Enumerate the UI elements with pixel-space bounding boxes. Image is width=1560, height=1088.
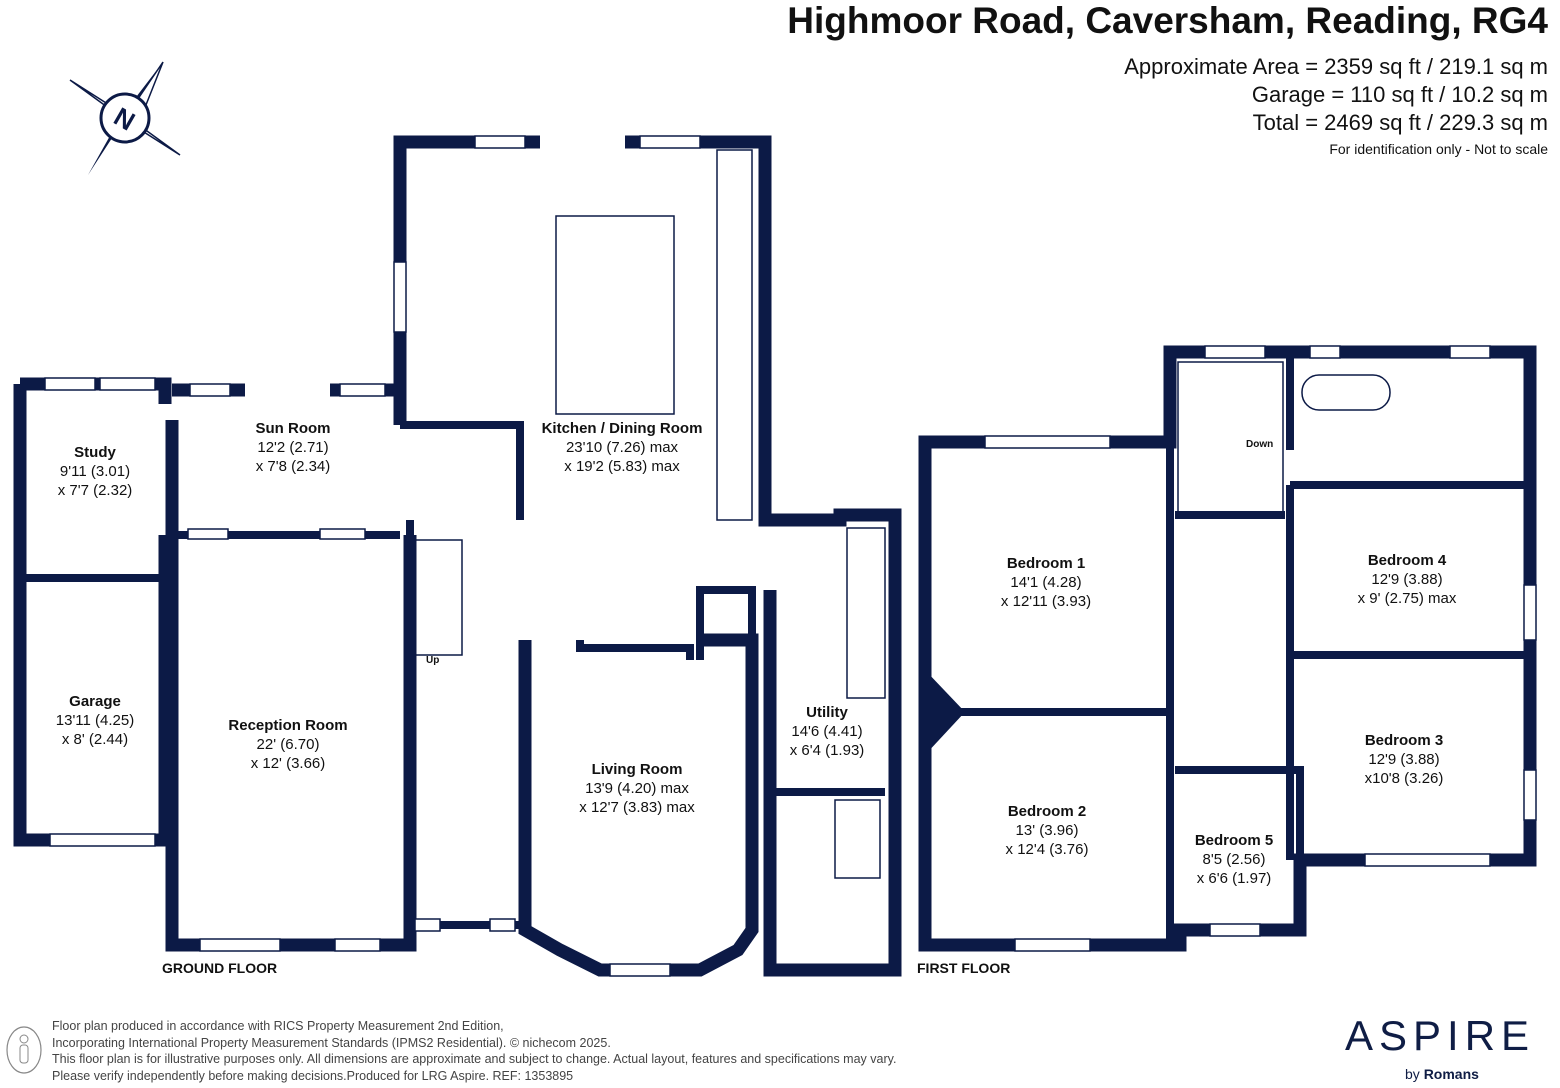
aspire-logo: ASPIRE	[1345, 1012, 1536, 1059]
ground-floor-label: GROUND FLOOR	[162, 960, 278, 976]
scale-note: For identification only - Not to scale	[1329, 141, 1548, 157]
person-icon	[6, 1026, 42, 1074]
brand-byline: by Romans	[1405, 1066, 1479, 1082]
approximate-area: Approximate Area = 2359 sq ft / 219.1 sq…	[1124, 54, 1548, 79]
footer-line: This floor plan is for illustrative purp…	[52, 1052, 897, 1066]
first-floor-label: FIRST FLOOR	[917, 960, 1011, 976]
footer-line: Please verify independently before makin…	[52, 1068, 574, 1083]
compass-icon: N	[69, 61, 181, 175]
total-area: Total = 2469 sq ft / 229.3 sq m	[1252, 110, 1548, 135]
garage-area: Garage = 110 sq ft / 10.2 sq m	[1251, 82, 1548, 107]
property-address-title: Highmoor Road, Caversham, Reading, RG4	[787, 0, 1548, 41]
footer-line: Floor plan produced in accordance with R…	[52, 1019, 504, 1033]
disclaimer-footer: Floor plan produced in accordance with R…	[52, 1018, 896, 1084]
stairs-up-label: Up	[426, 655, 440, 666]
footer-line: Incorporating International Property Mea…	[52, 1035, 611, 1050]
first-floor-windows	[984, 345, 1537, 952]
ground-floor-windows	[44, 135, 701, 977]
stairs-down-label: Down	[1246, 439, 1274, 450]
first-floor-walls	[918, 345, 1537, 952]
